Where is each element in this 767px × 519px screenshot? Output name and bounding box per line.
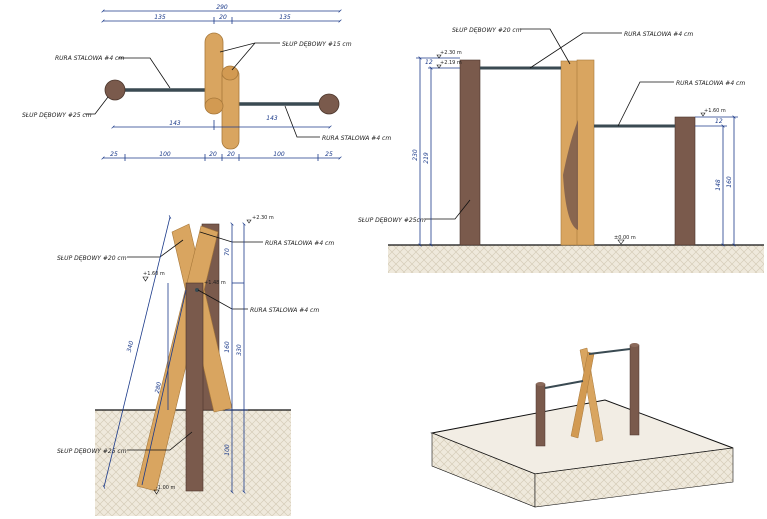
elev-side-bottom: -1.00 m bbox=[156, 485, 176, 491]
front-post-middle-2 bbox=[576, 59, 595, 246]
dim-plan-bot-3: 20 bbox=[209, 151, 217, 158]
dim-plan-bot-4: 20 bbox=[227, 151, 235, 158]
front-post-right bbox=[674, 116, 696, 246]
label-plan-pipe-left: RURA STALOWA #4 cm bbox=[55, 55, 124, 62]
label-front-post-20: SŁUP DĘBOWY #20 cm bbox=[452, 27, 522, 34]
front-post-left bbox=[459, 59, 481, 246]
dim-side-h-100: 100 bbox=[224, 444, 231, 456]
iso-pipe-top bbox=[588, 348, 631, 355]
label-front-pipe-low: RURA STALOWA #4 cm bbox=[676, 80, 745, 87]
dim-side-diag: 340 bbox=[126, 340, 136, 353]
side-post-front bbox=[185, 282, 204, 492]
dim-front-h-inner: 219 bbox=[423, 152, 430, 164]
label-plan-post-left: SŁUP DĘBOWY #25 cm bbox=[22, 112, 92, 119]
label-plan-pipe-right: RURA STALOWA #4 cm bbox=[322, 135, 391, 142]
label-front-pipe-top: RURA STALOWA #4 cm bbox=[624, 31, 693, 38]
isometric-view bbox=[430, 343, 734, 508]
side-section: SŁUP DĘBOWY #20 cm RURA STALOWA #4 cm RU… bbox=[57, 215, 334, 516]
dim-plan-total: 290 bbox=[216, 4, 228, 11]
iso-base-right bbox=[534, 447, 734, 508]
dim-plan-top-left: 135 bbox=[154, 14, 166, 21]
dim-side-h-160: 160 bbox=[224, 341, 231, 353]
dim-plan-bot-6: 25 bbox=[325, 151, 333, 158]
dim-plan-bot-5: 100 bbox=[273, 151, 285, 158]
elev-side-148: +1.48 m bbox=[204, 280, 226, 286]
label-side-post-20: SŁUP DĘBOWY #20 cm bbox=[57, 255, 127, 262]
dim-plan-mid-left: 143 bbox=[169, 120, 181, 127]
label-plan-post-15: SŁUP DĘBOWY #15 cm bbox=[282, 41, 352, 48]
dim-side-h-70: 70 bbox=[224, 248, 231, 256]
elev-side-230: +2.30 m bbox=[252, 215, 274, 221]
iso-post-left bbox=[535, 383, 546, 447]
dim-front-h-right-inner: 148 bbox=[715, 179, 722, 191]
dim-front-h-right-outer: 160 bbox=[726, 176, 733, 188]
dim-plan-top-right: 135 bbox=[279, 14, 291, 21]
elev-front-top2: +2.19 m bbox=[440, 60, 462, 66]
iso-pipe-low bbox=[544, 380, 584, 389]
dim-plan-mid-right: 143 bbox=[266, 115, 278, 122]
dim-front-small-right: 12 bbox=[715, 118, 723, 125]
plan-view: 290 135 20 135 RURA STALOWA #4 cm SŁUP D… bbox=[22, 4, 391, 161]
elev-front-right: +1.60 m bbox=[704, 108, 726, 114]
dim-plan-bot-1: 25 bbox=[110, 151, 118, 158]
plan-post-right bbox=[318, 93, 340, 115]
label-side-post-25: SŁUP DĘBOWY #25 cm bbox=[57, 448, 127, 455]
front-ground bbox=[388, 245, 764, 273]
dim-plan-top-mid: 20 bbox=[219, 14, 227, 21]
label-side-pipe-top: RURA STALOWA #4 cm bbox=[265, 240, 334, 247]
elev-front-ground: ±0.00 m bbox=[614, 235, 636, 241]
dim-front-small-top: 12 bbox=[425, 59, 433, 66]
iso-post-right bbox=[629, 344, 640, 436]
dim-plan-bot-2: 100 bbox=[159, 151, 171, 158]
dim-side-h-330: 330 bbox=[236, 344, 243, 356]
plan-post-left bbox=[104, 79, 126, 101]
label-front-post-25: SŁUP DĘBOWY #25cm bbox=[358, 217, 426, 224]
elev-front-top: +2.30 m bbox=[440, 50, 462, 56]
front-elevation: SŁUP DĘBOWY #20 cm RURA STALOWA #4 cm RU… bbox=[358, 27, 764, 273]
elev-side-160: +1.60 m bbox=[143, 271, 165, 277]
label-side-pipe-mid: RURA STALOWA #4 cm bbox=[250, 307, 319, 314]
dim-front-h-total: 230 bbox=[412, 149, 419, 161]
dim-side-inner-diag: 280 bbox=[154, 381, 163, 394]
